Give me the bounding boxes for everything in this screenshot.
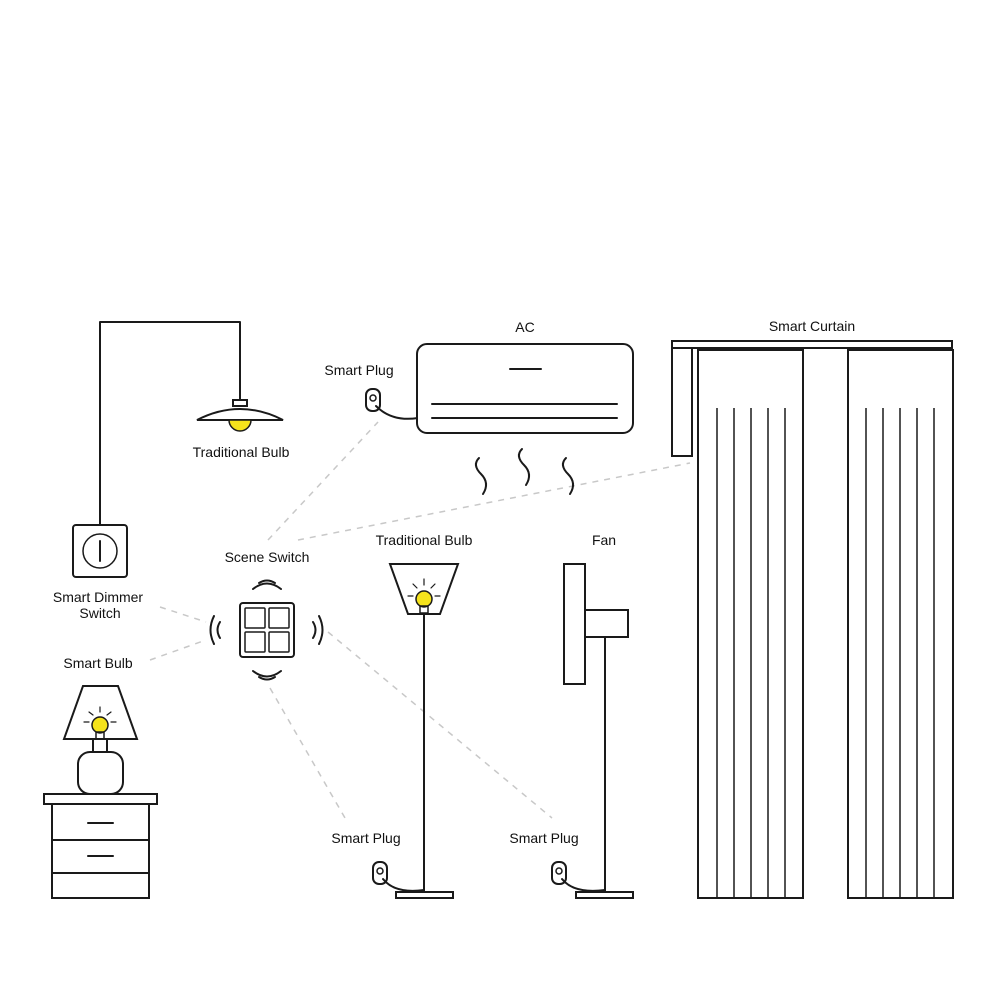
curtain-folds-left	[716, 408, 786, 898]
plug-socket-icon	[369, 394, 377, 402]
nightstand-body	[51, 803, 150, 899]
bulb-icon	[91, 716, 109, 734]
connection-smart-curtain	[297, 462, 691, 541]
lamp-cap	[232, 399, 248, 407]
curtain-rail	[671, 340, 953, 349]
wireless-signal-icon-left	[209, 615, 221, 645]
fan-base	[575, 891, 634, 899]
airflow-icon-3	[562, 457, 574, 495]
scene-switch	[209, 579, 324, 681]
table-lamp-body	[77, 751, 124, 795]
fan-motor	[584, 609, 629, 638]
floor-lamp-base	[395, 891, 454, 899]
scene-button-2	[268, 607, 290, 629]
label-scene-switch: Scene Switch	[225, 549, 310, 565]
floor-lamp-shade	[388, 563, 460, 615]
plug-cable	[375, 405, 419, 420]
dimmer-knob-icon	[82, 533, 118, 569]
ac-unit	[416, 343, 634, 434]
bulb-icon	[228, 419, 252, 432]
curtain-motor	[671, 347, 693, 457]
fan	[563, 563, 634, 899]
smart-plug-fan	[551, 861, 606, 892]
label-smart-plug-ac: Smart Plug	[324, 362, 393, 378]
scene-switch-plate	[239, 602, 295, 658]
bulb-rays-icon	[407, 578, 441, 597]
scene-button-1	[244, 607, 266, 629]
bulb-icon	[415, 590, 433, 608]
label-smart-curtain: Smart Curtain	[769, 318, 855, 334]
wireless-signal-icon-right	[312, 615, 324, 645]
smart-curtain	[671, 340, 954, 899]
label-smart-dimmer-switch-line2: Switch	[79, 605, 120, 621]
airflow-icon-2	[518, 448, 530, 486]
table-lamp	[62, 685, 139, 795]
scene-button-3	[244, 631, 266, 653]
table-lamp-shade	[62, 685, 139, 740]
smart-dimmer-switch	[72, 524, 128, 578]
ceiling-wire	[99, 321, 241, 526]
plug-cable	[382, 878, 425, 892]
wireless-signal-icon-top	[252, 579, 282, 590]
connection-smart-bulb	[149, 639, 207, 661]
curtain-folds-right	[865, 408, 935, 898]
label-smart-dimmer-switch-line1: Smart Dimmer	[53, 589, 144, 605]
airflow-icon-1	[475, 457, 487, 495]
fan-head	[563, 563, 586, 685]
plug-socket-icon	[376, 867, 384, 875]
ceiling-light	[99, 321, 284, 526]
label-fan: Fan	[592, 532, 616, 548]
connection-smart-plug-floor-lamp	[269, 687, 346, 819]
label-smart-plug-floor-lamp: Smart Plug	[331, 830, 400, 846]
connection-lines	[149, 421, 691, 819]
plug-socket-icon	[555, 867, 563, 875]
label-smart-bulb: Smart Bulb	[63, 655, 132, 671]
label-ac: AC	[515, 319, 534, 335]
smart-plug-floor-lamp	[372, 861, 425, 892]
plug-cable	[561, 878, 606, 892]
connection-smart-plug-ac	[267, 421, 379, 541]
scene-button-4	[268, 631, 290, 653]
wireless-signal-icon-bottom	[252, 670, 282, 681]
connection-dimmer-switch	[159, 606, 207, 623]
smart-plug-ac	[365, 388, 419, 420]
lamp-shade	[196, 408, 284, 421]
nightstand	[43, 793, 158, 899]
nightstand-top	[43, 793, 158, 805]
bulb-rays-icon	[83, 706, 117, 723]
label-smart-plug-fan: Smart Plug	[509, 830, 578, 846]
floor-lamp	[388, 563, 460, 899]
air-conditioner	[416, 343, 634, 495]
label-traditional-bulb-ceiling: Traditional Bulb	[193, 444, 290, 460]
label-traditional-bulb-floor: Traditional Bulb	[376, 532, 473, 548]
connection-smart-plug-fan	[327, 631, 553, 819]
